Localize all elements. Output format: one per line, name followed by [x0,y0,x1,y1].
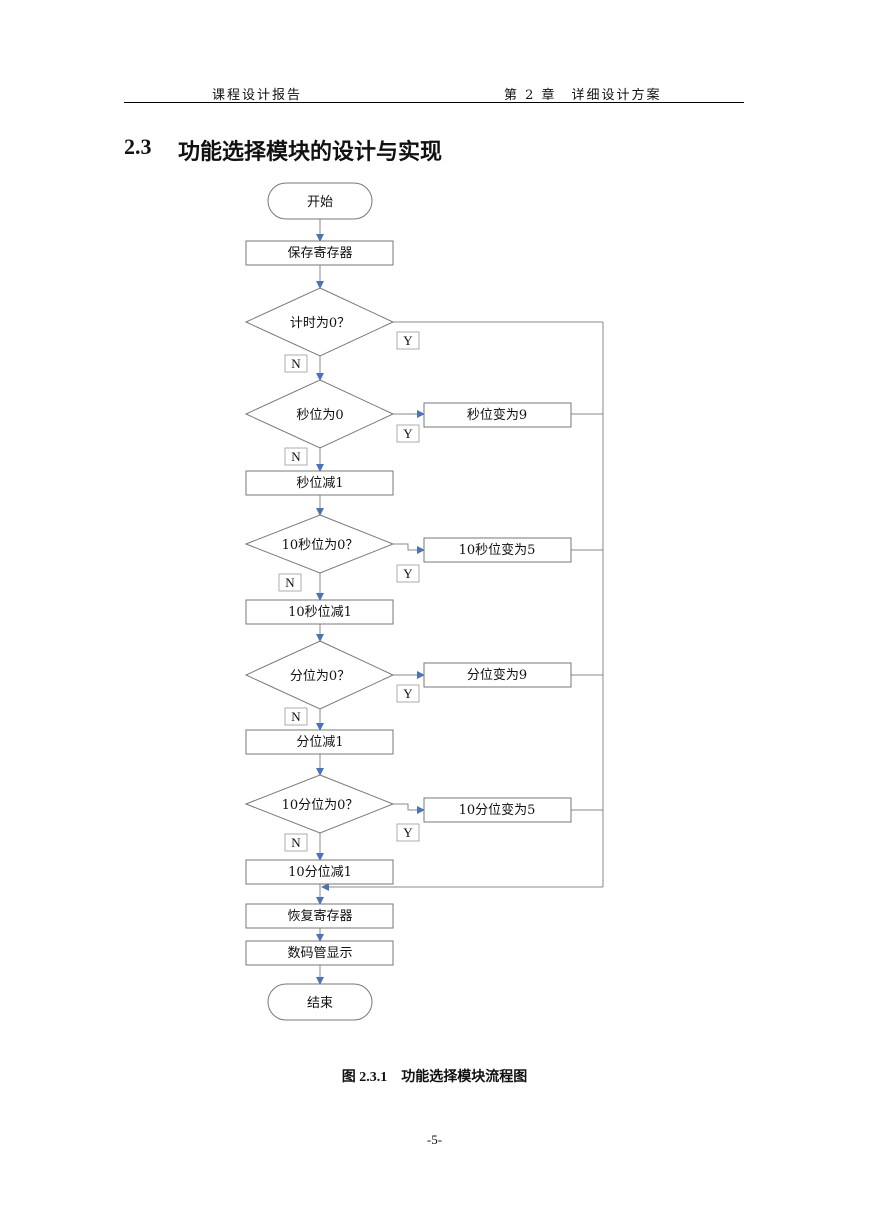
decision-diamond [244,514,395,574]
act-10sec-label: 10秒位变为5 [459,542,536,558]
figure-number: 图 2.3.1 [341,1070,388,1085]
process-box [245,599,394,625]
cond-min-label: 分位为0？ [290,669,350,684]
cond-10sec-label: 10秒位为0？ [282,538,359,553]
cond-timer-label: 计时为0？ [290,316,350,331]
process-box [245,940,394,966]
figure-title: 功能选择模块流程图 [401,1069,528,1085]
start-terminator [267,182,373,220]
start-label: 开始 [307,195,333,210]
yes-label: Y [403,426,413,441]
no-tag [284,833,308,852]
process-box [423,662,572,688]
header-rule [124,102,744,103]
yes-tag [396,424,420,443]
process-box [423,537,572,563]
section-number: 2.3 [124,134,152,159]
process-box [423,402,572,428]
process-box [245,470,394,496]
header-left: 课程设计报告 [212,88,303,103]
no-label: N [291,835,301,850]
act-sec-label: 秒位变为9 [467,407,527,423]
process-box [245,729,394,755]
dec-10sec-label: 10秒位减1 [288,605,352,620]
yes-label: Y [403,825,413,840]
yes-label: Y [403,566,413,581]
process-box [245,240,394,266]
decision-diamond [244,379,395,449]
no-label: N [291,709,301,724]
no-tag [284,354,308,373]
dec-sec-label: 秒位减1 [296,476,343,491]
end-label: 结束 [307,996,333,1011]
process-box [245,859,394,885]
yes-tag [396,564,420,583]
connector-line [393,803,425,814]
act-10min-label: 10分位变为5 [459,802,536,818]
no-tag [278,573,302,592]
no-label: N [291,356,301,371]
dec-10min-label: 10分位减1 [288,865,352,880]
yes-tag [396,331,420,350]
restore-regs-label: 恢复寄存器 [287,908,352,924]
no-label: N [285,575,295,590]
act-min-label: 分位变为9 [467,667,527,683]
process-box [423,797,572,823]
figure-caption: 图 2.3.1 功能选择模块流程图 [0,1066,869,1086]
decision-diamond [244,287,395,357]
header-right: 第 2 章 详细设计方案 [504,88,662,103]
connector-line [393,543,425,554]
page-number: -5- [426,1132,443,1147]
no-tag [284,707,308,726]
no-label: N [291,449,301,464]
display-label: 数码管显示 [287,946,352,961]
decision-diamond [244,774,395,834]
save-regs-label: 保存寄存器 [287,245,352,261]
no-tag [284,447,308,466]
end-terminator [267,983,373,1021]
yes-label: Y [403,686,413,701]
process-box [245,903,394,929]
yes-tag [396,823,420,842]
decision-diamond [244,640,395,710]
cond-sec-label: 秒位为0 [296,408,343,423]
section-title: 功能选择模块的设计与实现 [178,140,443,165]
cond-10min-label: 10分位为0？ [282,798,359,813]
yes-tag [396,684,420,703]
dec-min-label: 分位减1 [296,735,343,750]
yes-label: Y [403,333,413,348]
